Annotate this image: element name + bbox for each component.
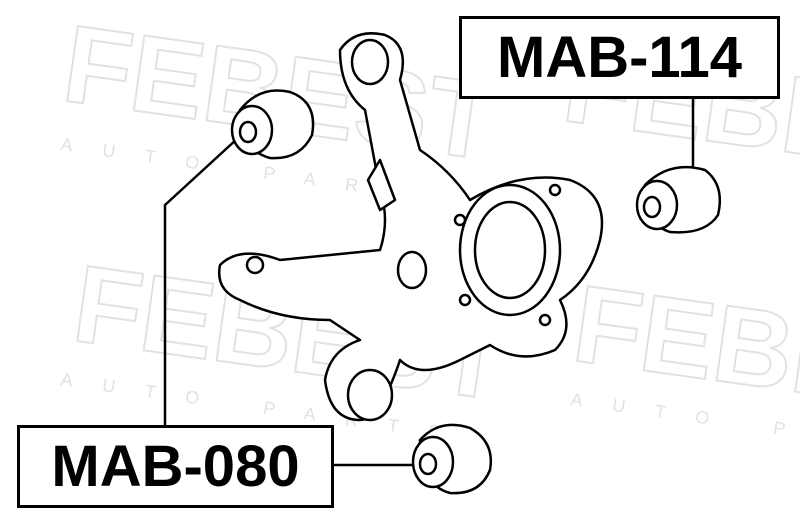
bushing-mab-080 <box>411 423 493 495</box>
part-label-mab-080: MAB-080 <box>17 425 334 508</box>
knuckle-assembly <box>217 32 604 422</box>
leader-line-mab-080-upper <box>163 137 239 425</box>
part-label-mab-114: MAB-114 <box>459 16 780 99</box>
bushing-upper-left <box>230 89 315 160</box>
bushing-mab-114 <box>635 165 722 234</box>
